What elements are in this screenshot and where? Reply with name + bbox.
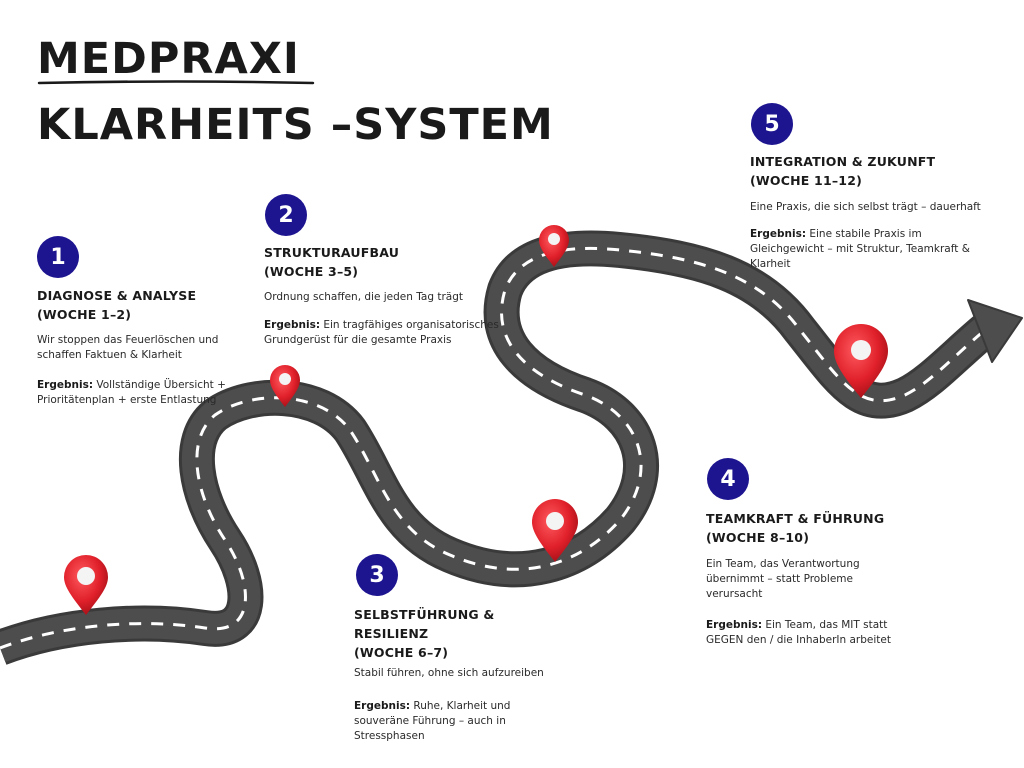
step-4-description: Ein Team, das Verantwortung übernimmt – … xyxy=(706,557,860,602)
step-1-description: Wir stoppen das Feuerlöschen und schaffe… xyxy=(37,333,218,363)
step-5-description-line: Eine Praxis, die sich selbst trägt – dau… xyxy=(750,201,981,213)
step-4-result: Ergebnis: Ein Team, das MIT statt GEGEN … xyxy=(706,618,891,648)
step-3-result-line: souveräne Führung – auch in xyxy=(354,715,506,727)
step-4-description-line: verursacht xyxy=(706,588,763,600)
step-1-result-line: Vollständige Übersicht + xyxy=(93,379,226,391)
step-3-result: Ergebnis: Ruhe, Klarheit und souveräne F… xyxy=(354,699,510,744)
step-1-heading: DIAGNOSE & ANALYSE (WOCHE 1–2) xyxy=(37,286,196,324)
title-line-2: KLARHEITS –SYSTEM xyxy=(37,100,554,150)
step-1-result-label: Ergebnis: xyxy=(37,379,94,391)
step-3-description: Stabil führen, ohne sich aufzureiben xyxy=(354,666,544,681)
pin-5 xyxy=(834,324,888,398)
step-5-heading: INTEGRATION & ZUKUNFT (WOCHE 11–12) xyxy=(750,152,935,190)
step-2-heading: STRUKTURAUFBAU (WOCHE 3–5) xyxy=(264,243,399,281)
step-4-badge: 4 xyxy=(707,458,749,500)
step-5-result: Ergebnis: Eine stabile Praxis im Gleichg… xyxy=(750,227,970,272)
step-2-result-label: Ergebnis: xyxy=(264,319,321,331)
step-4-result-label: Ergebnis: xyxy=(706,619,763,631)
pin-2 xyxy=(270,365,300,407)
step-4-result-line: GEGEN den / die InhaberIn arbeitet xyxy=(706,634,891,646)
title-underline xyxy=(37,80,315,85)
step-5-result-line: Gleichgewicht – mit Struktur, Teamkraft … xyxy=(750,243,970,255)
step-2-badge: 2 xyxy=(265,194,307,236)
step-2-heading-line: (WOCHE 3–5) xyxy=(264,264,359,279)
step-4-description-line: Ein Team, das Verantwortung xyxy=(706,558,860,570)
step-3-heading-line: RESILIENZ xyxy=(354,626,429,641)
step-5-description: Eine Praxis, die sich selbst trägt – dau… xyxy=(750,200,981,215)
road-surface xyxy=(0,233,995,663)
step-4-result-line: Ein Team, das MIT statt xyxy=(762,619,888,631)
step-1-description-line: schaffen Faktuen & Klarheit xyxy=(37,349,182,361)
step-1-badge: 1 xyxy=(37,236,79,278)
step-3-heading-line: (WOCHE 6–7) xyxy=(354,645,449,660)
step-2-description: Ordnung schaffen, die jeden Tag trägt xyxy=(264,290,463,305)
step-3-description-line: Stabil führen, ohne sich aufzureiben xyxy=(354,667,544,679)
step-1-result-line: Prioritätenplan + erste Entlastung xyxy=(37,394,217,406)
step-5-result-line: Klarheit xyxy=(750,258,791,270)
step-4-description-line: übernimmt – statt Probleme xyxy=(706,573,853,585)
step-3-heading-line: SELBSTFÜHRUNG & xyxy=(354,607,495,622)
step-2-result: Ergebnis: Ein tragfähiges organisatorisc… xyxy=(264,318,499,348)
pin-1 xyxy=(64,555,108,615)
step-5-heading-line: INTEGRATION & ZUKUNFT xyxy=(750,154,936,169)
pin-4 xyxy=(539,225,569,267)
step-5-heading-line: (WOCHE 11–12) xyxy=(750,173,863,188)
road-arrow-head xyxy=(967,299,1023,363)
step-3-heading: SELBSTFÜHRUNG & RESILIENZ (WOCHE 6–7) xyxy=(354,605,494,662)
step-2-result-line: Grundgerüst für die gesamte Praxis xyxy=(264,334,452,346)
step-5-badge: 5 xyxy=(751,103,793,145)
step-5-result-label: Ergebnis: xyxy=(750,228,807,240)
step-2-result-line: Ein tragfähiges organisatorisches xyxy=(320,319,499,331)
pin-3 xyxy=(532,499,578,562)
step-1-heading-line: (WOCHE 1–2) xyxy=(37,307,132,322)
title-line-1: MEDPRAXI xyxy=(37,34,300,84)
step-2-heading-line: STRUKTURAUFBAU xyxy=(264,245,400,260)
step-3-result-label: Ergebnis: xyxy=(354,700,411,712)
step-3-badge: 3 xyxy=(356,554,398,596)
step-1-description-line: Wir stoppen das Feuerlöschen und xyxy=(37,334,219,346)
step-4-heading: TEAMKRAFT & FÜHRUNG (WOCHE 8–10) xyxy=(706,509,884,547)
step-5-result-line: Eine stabile Praxis im xyxy=(806,228,922,240)
step-4-heading-line: TEAMKRAFT & FÜHRUNG xyxy=(706,511,885,526)
step-3-result-line: Stressphasen xyxy=(354,730,425,742)
step-1-result: Ergebnis: Vollständige Übersicht + Prior… xyxy=(37,378,226,408)
step-4-heading-line: (WOCHE 8–10) xyxy=(706,530,810,545)
step-3-result-line: Ruhe, Klarheit und xyxy=(410,700,511,712)
step-2-description-line: Ordnung schaffen, die jeden Tag trägt xyxy=(264,291,464,303)
step-1-heading-line: DIAGNOSE & ANALYSE xyxy=(37,288,197,303)
winding-road xyxy=(0,230,1023,665)
